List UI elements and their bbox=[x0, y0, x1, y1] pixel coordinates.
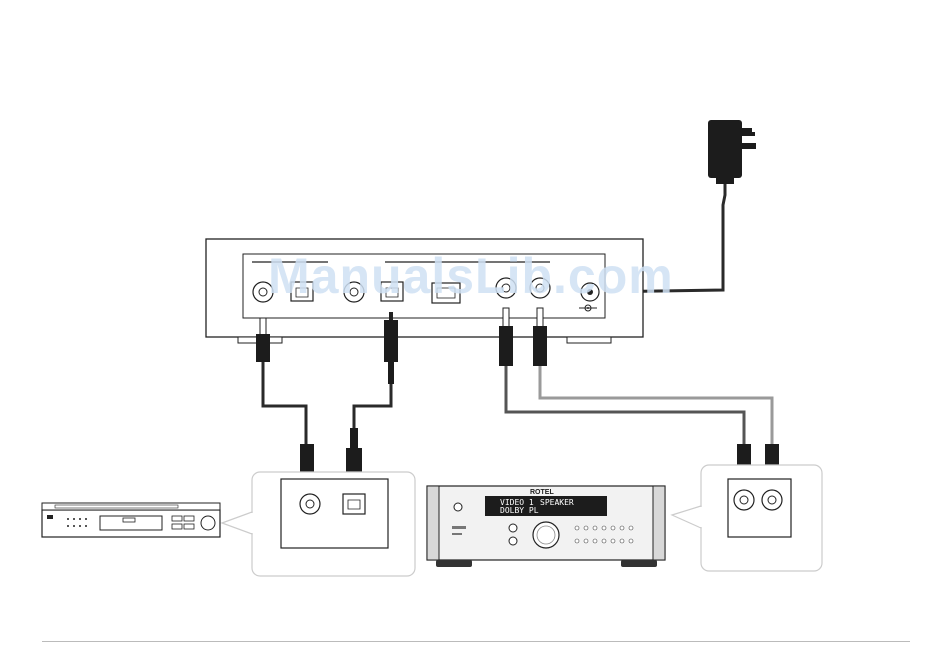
amplifier-callout bbox=[672, 465, 822, 571]
coax-cable bbox=[256, 318, 314, 488]
source-optical-jack bbox=[343, 494, 365, 514]
source-coax-jack bbox=[300, 494, 320, 514]
display-line-2: DOLBY PL bbox=[500, 506, 539, 515]
footer-rule bbox=[42, 641, 910, 642]
power-adapter-icon bbox=[708, 120, 756, 184]
watermark-text: ManualsLib.com bbox=[268, 248, 674, 304]
amp-input-right-jack bbox=[762, 490, 782, 510]
receiver-brand: ROTEL bbox=[530, 489, 554, 496]
optical-cable bbox=[346, 312, 398, 490]
display-line-1-right: SPEAKER bbox=[540, 498, 574, 507]
amp-input-left-jack bbox=[734, 490, 754, 510]
cd-player bbox=[42, 503, 220, 537]
source-callout bbox=[222, 472, 415, 576]
av-receiver: ROTEL VIDEO 1 SPEAKER DOLBY PL bbox=[427, 486, 665, 567]
